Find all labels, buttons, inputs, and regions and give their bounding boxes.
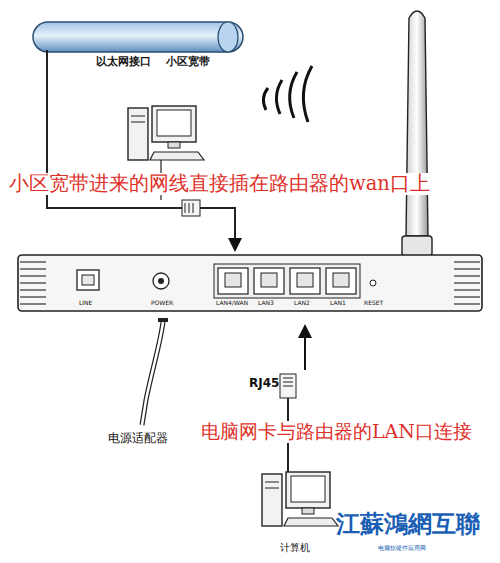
watermark-subtext: 电脑软硬件应用网 bbox=[378, 545, 426, 552]
vent-line bbox=[454, 275, 480, 276]
wan-annotation: 小区宽带进来的网线直接插在路由器的wan口上 bbox=[8, 173, 431, 195]
vent-line bbox=[20, 261, 46, 262]
port-label: LINE bbox=[79, 300, 92, 307]
rj45-port bbox=[254, 268, 284, 294]
port-socket bbox=[261, 273, 277, 287]
vent-line bbox=[454, 268, 480, 269]
rj45-port bbox=[218, 268, 248, 294]
vent-line bbox=[20, 303, 46, 304]
watermark: 江蘇鴻網互聯 bbox=[336, 510, 480, 538]
adapter-label: 电源适配器 bbox=[108, 432, 168, 446]
vent-line bbox=[20, 282, 46, 283]
computer-label: 计算机 bbox=[280, 542, 310, 554]
vent-line bbox=[20, 296, 46, 297]
port-socket bbox=[297, 273, 313, 287]
vent-line bbox=[454, 303, 480, 304]
lan-annotation: 电脑网卡与路由器的LAN口连接 bbox=[200, 421, 473, 443]
pipe-label: 以太网接口 bbox=[96, 56, 151, 69]
pipe-label: 小区宽带 bbox=[166, 56, 210, 69]
vent-line bbox=[20, 268, 46, 269]
port-label: POWER bbox=[151, 300, 173, 307]
port-label: RESET bbox=[364, 300, 383, 307]
vent-line bbox=[454, 282, 480, 283]
lan-ports bbox=[218, 268, 356, 294]
port-label: LAN1 bbox=[330, 300, 346, 307]
connector-label: RJ45 bbox=[249, 377, 279, 391]
vent-line bbox=[454, 296, 480, 297]
vent-stripes bbox=[20, 262, 480, 304]
rj45-port bbox=[290, 268, 320, 294]
vent-line bbox=[20, 289, 46, 290]
port-socket bbox=[225, 273, 241, 287]
port-socket bbox=[333, 273, 349, 287]
port-label: LAN2 bbox=[294, 300, 310, 307]
vent-line bbox=[454, 289, 480, 290]
port-label: LAN4/WAN bbox=[216, 300, 248, 307]
vent-line bbox=[20, 275, 46, 276]
rj45-port bbox=[326, 268, 356, 294]
port-label: LAN3 bbox=[258, 300, 274, 307]
vent-line bbox=[454, 261, 480, 262]
